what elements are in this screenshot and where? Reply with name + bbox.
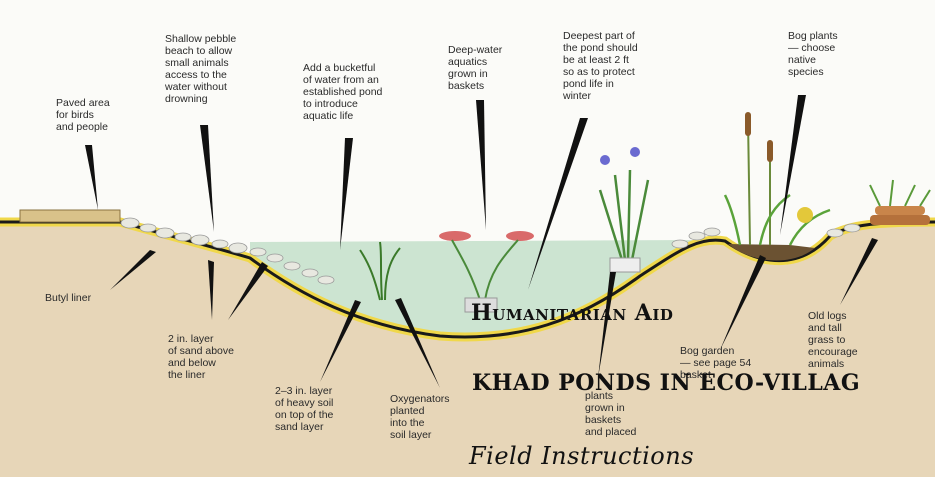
paved-area xyxy=(20,210,120,222)
label-deepest-part: Deepest part of the pond should be at le… xyxy=(563,30,638,102)
label-bucketful-water: Add a bucketful of water from an establi… xyxy=(303,62,382,122)
label-oxygenators: Oxygenators planted into the soil layer xyxy=(390,393,450,441)
overlay-title-khad-ponds: KHAD PONDS IN ECO-VILLAG xyxy=(472,370,860,396)
label-bog-plants: Bog plants — choose native species xyxy=(788,30,838,78)
tall-grass xyxy=(870,180,930,206)
bog-plants xyxy=(725,112,830,245)
label-deep-water-aquatics: Deep-water aquatics grown in baskets xyxy=(448,44,502,92)
old-logs xyxy=(870,206,930,225)
label-paved-area: Paved area for birds and people xyxy=(56,97,110,133)
label-marginal-plants: plants grown in baskets and placed xyxy=(585,390,636,438)
label-old-logs: Old logs and tall grass to encourage ani… xyxy=(808,310,858,370)
overlay-title-humanitarian-aid: Humanitarian Aid xyxy=(471,300,673,326)
label-pebble-beach: Shallow pebble beach to allow small anim… xyxy=(165,33,236,105)
label-heavy-soil: 2–3 in. layer of heavy soil on top of th… xyxy=(275,385,333,433)
overlay-subtitle-field-instructions: Field Instructions xyxy=(469,442,694,470)
label-sand-layer: 2 in. layer of sand above and below the … xyxy=(168,333,234,381)
label-butyl-liner: Butyl liner xyxy=(45,292,91,304)
